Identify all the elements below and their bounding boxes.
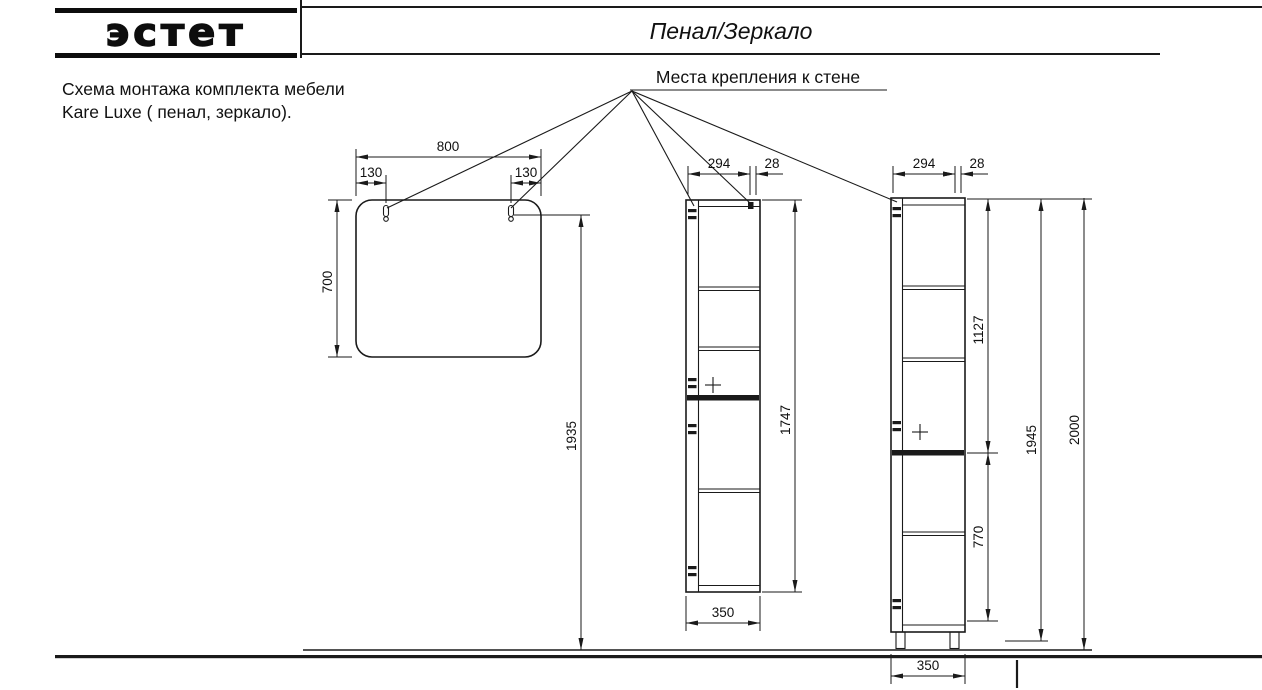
hinge-icon <box>892 207 901 218</box>
sheet-title: Пенал/Зеркало <box>649 18 813 44</box>
dim-door-width: 294 <box>708 156 731 171</box>
logo-box: эстет <box>55 8 297 58</box>
mounting-notes: Схема монтажа комплекта мебели Kare Luxe… <box>62 78 345 124</box>
dim-mirror-height: 700 <box>320 271 335 294</box>
dim-body-width: 350 <box>712 605 735 620</box>
dim-hook-height: 1935 <box>564 421 579 451</box>
title-block: Пенал/Зеркало <box>302 18 1160 45</box>
dim-gap-2: 28 <box>969 156 984 171</box>
hinge-icon <box>688 566 697 577</box>
cabinet-full-outline <box>890 197 966 633</box>
leader-line-cabinet2 <box>631 90 898 203</box>
leader-line-cabinet1-right <box>631 90 752 205</box>
hinge-icon <box>892 599 901 610</box>
header-divider-line <box>300 0 303 58</box>
mirror-outline <box>355 199 542 358</box>
leader-line-mirror-right-hook <box>510 90 633 209</box>
dim-upper-section: 1127 <box>971 315 986 344</box>
dim-mirror-width: 800 <box>437 139 460 154</box>
handle-cross-icon <box>705 377 721 393</box>
dim-hook-offset-left: 130 <box>360 165 383 180</box>
wall-bracket-icon <box>748 202 754 209</box>
cabinet-leg <box>949 631 960 650</box>
cabinet-body-outline <box>685 199 761 593</box>
dim-body-height: 1747 <box>778 405 793 435</box>
wall-mount-label: Места крепления к стене <box>656 67 860 87</box>
mirror-drawing: 800 130 130 700 1935 <box>320 139 590 650</box>
dim-total-height: 2000 <box>1067 415 1082 445</box>
note-line-2: Kare Luxe ( пенал, зеркало). <box>62 102 292 122</box>
wall-mount-callout: Места крепления к стене <box>386 67 898 209</box>
dim-hook-offset-right: 130 <box>515 165 538 180</box>
mirror-hook-left-icon <box>382 204 390 222</box>
leader-line-mirror-left-hook <box>386 90 633 209</box>
hinge-icon <box>892 421 901 432</box>
dim-door-width-2: 294 <box>913 156 936 171</box>
handle-cross-icon <box>912 424 928 440</box>
hinge-icon <box>688 424 697 435</box>
dim-lower-section: 770 <box>971 526 986 549</box>
dim-gap: 28 <box>764 156 779 171</box>
cabinet-full-drawing: 294 28 1127 770 1945 2000 <box>890 156 1092 684</box>
header-top-line <box>302 6 1262 9</box>
middle-panel <box>687 395 759 401</box>
middle-panel <box>892 450 964 456</box>
title-underline <box>302 53 1160 55</box>
cabinet-body-drawing: 294 28 1747 350 <box>685 156 802 631</box>
dim-full-width: 350 <box>917 658 940 673</box>
bottom-rule <box>55 655 1262 659</box>
cabinet-leg <box>895 631 906 650</box>
dim-mount-height: 1945 <box>1024 425 1039 455</box>
hinge-icon <box>688 378 697 389</box>
mirror-hook-right-icon <box>507 204 515 222</box>
note-line-1: Схема монтажа комплекта мебели <box>62 79 345 99</box>
hinge-icon <box>688 209 697 220</box>
brand-logo: эстет <box>105 11 247 55</box>
leader-line-cabinet1-left <box>631 90 695 207</box>
